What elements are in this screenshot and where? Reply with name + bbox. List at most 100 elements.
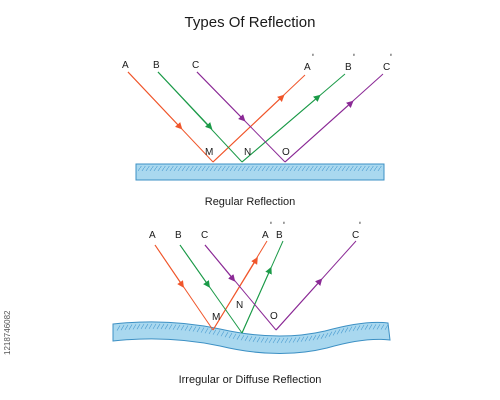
diffuse-reflection-panel: A B C A ʹ B ʹ C ʹ M N O Irregular or Dif… xyxy=(112,221,391,386)
flat-mirror-hatching xyxy=(138,166,382,171)
diffuse-point-n: N xyxy=(236,300,243,311)
incident-ray-c-arrow xyxy=(196,71,246,122)
hatch-stroke xyxy=(348,326,353,332)
hatch-stroke xyxy=(260,337,265,343)
hatch-stroke xyxy=(296,337,301,343)
diffuse-reflected-ray-a-arrow xyxy=(212,257,258,331)
rough-surface-hatching xyxy=(116,323,389,344)
hatch-stroke xyxy=(356,325,361,331)
diffuse-incident-ray-b-arrow xyxy=(179,244,211,288)
hatch-stroke xyxy=(144,323,149,330)
hatch-stroke xyxy=(164,324,169,330)
hatch-stroke xyxy=(272,337,277,344)
hatch-stroke xyxy=(192,326,197,332)
hatch-stroke xyxy=(208,328,213,335)
diffuse-reflected-label-a: A xyxy=(262,230,269,241)
hatch-stroke xyxy=(128,324,133,330)
hatch-stroke xyxy=(148,323,153,330)
hatch-stroke xyxy=(372,324,377,330)
reflected-label-a-prime: ʹ xyxy=(312,53,314,64)
hatch-stroke xyxy=(336,329,341,335)
watermark-id: 1218746082 xyxy=(3,310,12,355)
diffuse-incident-label-c: C xyxy=(201,230,208,241)
hatch-stroke xyxy=(340,328,345,334)
hatch-stroke xyxy=(136,324,141,330)
hatch-stroke xyxy=(124,324,129,331)
hatch-stroke xyxy=(300,336,305,342)
hatch-stroke xyxy=(384,324,389,330)
hatch-stroke xyxy=(380,324,385,330)
hatch-stroke xyxy=(132,324,137,330)
hatch-stroke xyxy=(308,335,313,341)
regular-reflection-panel: A B C A ʹ B ʹ C ʹ M N O Regular Reflecti… xyxy=(122,53,392,208)
diffuse-incident-ray-a-arrow xyxy=(154,244,184,288)
hatch-stroke xyxy=(200,327,205,333)
hatch-stroke xyxy=(152,323,157,330)
diffuse-incident-label-a: A xyxy=(149,230,156,241)
hatch-stroke xyxy=(156,323,161,330)
hatch-stroke xyxy=(264,337,269,343)
hatch-stroke xyxy=(244,335,249,341)
hatch-stroke xyxy=(316,334,321,340)
hatch-stroke xyxy=(312,335,317,341)
incident-ray-b-arrow xyxy=(157,71,213,130)
reflected-ray-c-arrow xyxy=(284,100,354,163)
diffuse-reflected-label-b-prime: ʹ xyxy=(283,221,285,232)
diffuse-reflected-label-a-prime: ʹ xyxy=(270,221,272,232)
hatch-stroke xyxy=(160,323,165,330)
incident-label-a: A xyxy=(122,60,129,71)
hatch-stroke xyxy=(240,335,245,341)
hatch-stroke xyxy=(288,337,293,343)
hatch-stroke xyxy=(280,337,285,344)
diffuse-reflected-ray-b-arrow xyxy=(241,266,272,334)
hatch-stroke xyxy=(120,325,125,331)
reflected-label-a: A xyxy=(304,62,311,73)
hatch-stroke xyxy=(344,327,349,333)
hatch-stroke xyxy=(332,330,337,336)
hatch-stroke xyxy=(284,337,289,344)
hatch-stroke xyxy=(328,331,333,337)
hatch-stroke xyxy=(376,324,381,330)
incident-label-c: C xyxy=(192,60,199,71)
hatch-stroke xyxy=(324,332,329,339)
reflected-label-b-prime: ʹ xyxy=(353,53,355,64)
point-n: N xyxy=(244,147,251,158)
hatch-stroke xyxy=(212,329,217,335)
hatch-stroke xyxy=(168,324,173,330)
hatch-stroke xyxy=(304,336,309,342)
hatch-stroke xyxy=(368,324,373,330)
hatch-stroke xyxy=(268,337,273,344)
hatch-stroke xyxy=(116,325,121,331)
diffuse-reflection-caption: Irregular or Diffuse Reflection xyxy=(179,374,322,386)
diagram-title: Types Of Reflection xyxy=(185,14,316,31)
hatch-stroke xyxy=(204,328,209,334)
hatch-stroke xyxy=(176,324,181,331)
hatch-stroke xyxy=(252,336,257,342)
regular-reflection-caption: Regular Reflection xyxy=(205,196,296,208)
hatch-stroke xyxy=(320,333,325,339)
reflected-ray-b-arrow xyxy=(241,94,321,163)
reflected-label-c: C xyxy=(383,62,390,73)
diffuse-reflected-label-c: C xyxy=(352,230,359,241)
hatch-stroke xyxy=(196,326,201,333)
hatch-stroke xyxy=(216,330,221,336)
diffuse-reflected-label-c-prime: ʹ xyxy=(359,221,361,232)
hatch-stroke xyxy=(236,334,241,340)
hatch-stroke xyxy=(188,325,193,332)
point-o: O xyxy=(282,147,290,158)
hatch-stroke xyxy=(184,325,189,331)
incident-label-b: B xyxy=(153,60,160,71)
hatch-stroke xyxy=(276,337,281,344)
hatch-stroke xyxy=(248,336,253,342)
incident-ray-a-arrow xyxy=(127,71,183,130)
hatch-stroke xyxy=(256,337,261,343)
diffuse-point-o: O xyxy=(270,311,278,322)
reflected-ray-a-arrow xyxy=(212,94,285,163)
hatch-stroke xyxy=(220,331,225,337)
hatch-stroke xyxy=(232,333,237,340)
diffuse-point-m: M xyxy=(212,312,220,323)
hatch-stroke xyxy=(292,337,297,343)
hatch-stroke xyxy=(172,324,177,330)
hatch-stroke xyxy=(224,332,229,338)
